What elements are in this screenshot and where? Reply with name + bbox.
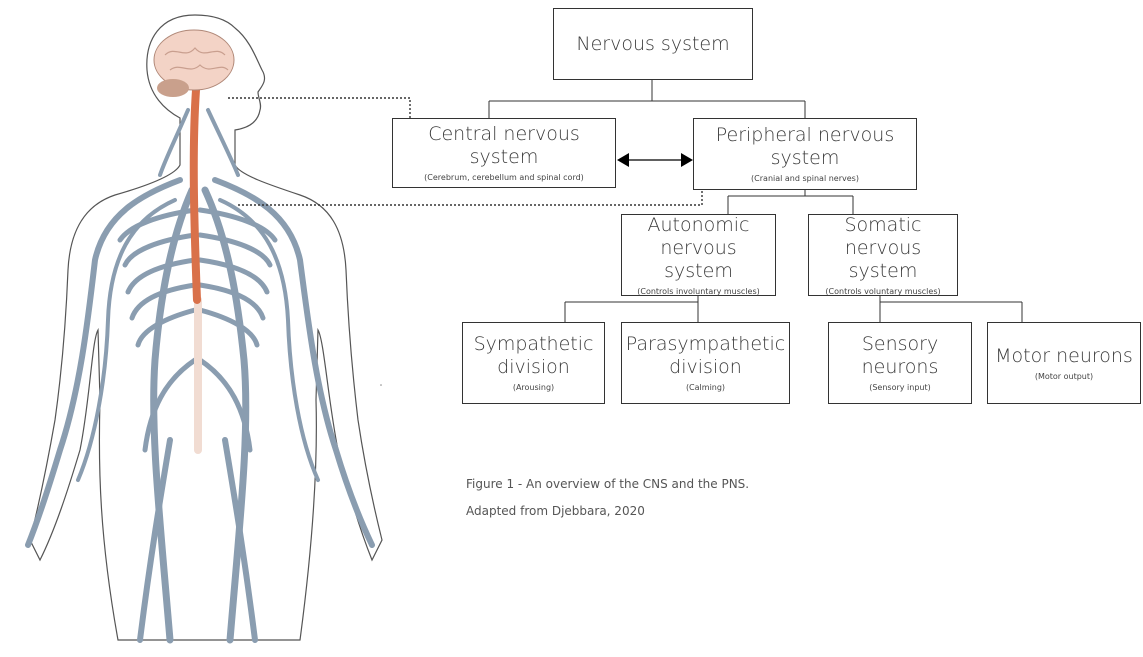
node-sympathetic-division: Sympathetic division (Arousing) (462, 322, 605, 404)
bidirectional-arrow (617, 153, 693, 167)
node-title: Parasympathetic division (626, 333, 786, 379)
connector-root (489, 80, 805, 118)
node-subtitle: (Controls voluntary muscles) (825, 286, 940, 297)
cerebellum (157, 79, 189, 97)
spinal-cord (194, 90, 198, 450)
node-subtitle: (Calming) (686, 382, 725, 393)
node-title: Motor neurons (995, 345, 1133, 368)
node-title: Autonomic nervous system (629, 214, 769, 283)
node-title: Peripheral nervous system (705, 124, 905, 170)
node-sensory-neurons: Sensory neurons (Sensory input) (828, 322, 972, 404)
stray-dot (380, 384, 382, 386)
human-body-illustration (30, 15, 382, 640)
arrowhead-right (681, 153, 693, 167)
node-somatic-nervous-system: Somatic nervous system (Controls volunta… (808, 214, 958, 296)
connector-pns-children (728, 190, 853, 214)
node-parasympathetic-division: Parasympathetic division (Calming) (621, 322, 790, 404)
node-subtitle: (Cerebrum, cerebellum and spinal cord) (424, 172, 584, 183)
node-subtitle: (Sensory input) (869, 382, 931, 393)
node-subtitle: (Controls involuntary muscles) (637, 286, 760, 297)
node-subtitle: (Arousing) (513, 382, 554, 393)
connector-autonomic-children (565, 296, 698, 322)
node-nervous-system: Nervous system (553, 8, 753, 80)
node-title: Nervous system (576, 33, 729, 56)
figure-caption: Figure 1 - An overview of the CNS and th… (466, 477, 749, 491)
node-subtitle: (Motor output) (1035, 371, 1093, 382)
node-autonomic-nervous-system: Autonomic nervous system (Controls invol… (621, 214, 776, 296)
node-title: Somatic nervous system (813, 214, 953, 283)
node-motor-neurons: Motor neurons (Motor output) (987, 322, 1141, 404)
connector-somatic-children (880, 296, 1022, 322)
figure-source: Adapted from Djebbara, 2020 (466, 504, 645, 518)
node-title: Sympathetic division (474, 333, 594, 379)
node-title: Central nervous system (393, 123, 615, 169)
node-peripheral-nervous-system: Peripheral nervous system (Cranial and s… (693, 118, 917, 190)
spinal-cord-upper (194, 90, 197, 300)
node-title: Sensory neurons (845, 333, 955, 379)
node-central-nervous-system: Central nervous system (Cerebrum, cerebe… (392, 118, 616, 188)
node-subtitle: (Cranial and spinal nerves) (751, 173, 859, 184)
arrowhead-left (617, 153, 629, 167)
body-outline (30, 15, 382, 640)
